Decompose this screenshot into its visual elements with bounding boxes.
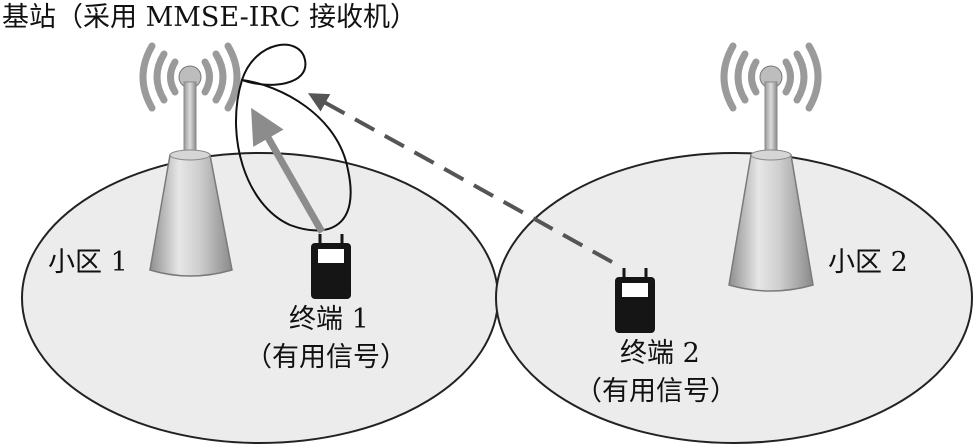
- cell-2-label: 小区 2: [828, 247, 908, 278]
- cell-1-area: [21, 152, 499, 444]
- terminal-2-signal: （有用信号）: [575, 376, 737, 407]
- base-station-label: 基站（采用 MMSE-IRC 接收机）: [2, 2, 417, 33]
- terminal-2-icon: [615, 268, 655, 333]
- cell-1-label: 小区 1: [48, 247, 128, 278]
- terminal-1-icon: [311, 234, 351, 299]
- signal-arrow-terminal-2: [308, 93, 613, 264]
- terminal-1-signal: （有用信号）: [245, 342, 407, 373]
- signal-arrow-terminal-1: [251, 107, 326, 234]
- beam-pattern: [235, 43, 352, 232]
- terminal-1-name: 终端 1: [289, 304, 369, 335]
- base-station-1-icon: [139, 42, 241, 277]
- terminal-2-name: 终端 2: [620, 338, 700, 369]
- cell-2-area: [495, 152, 973, 444]
- base-station-2-icon: [720, 42, 822, 292]
